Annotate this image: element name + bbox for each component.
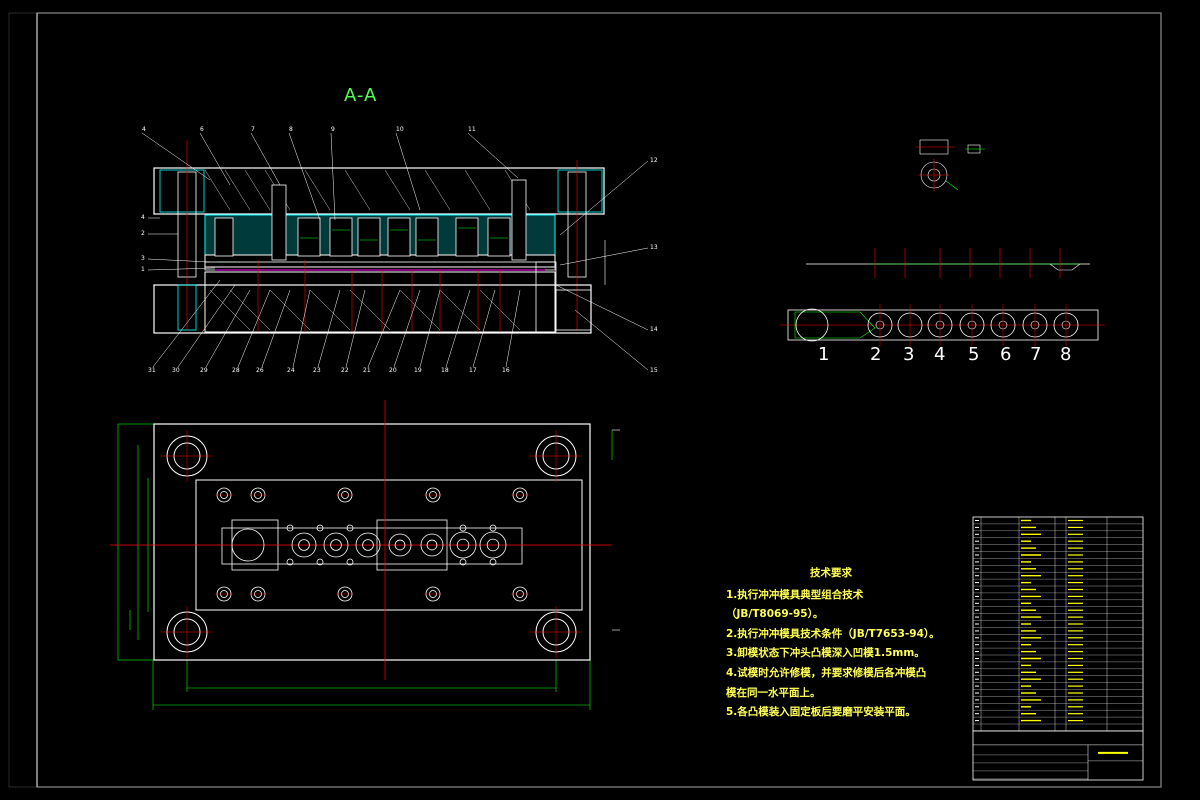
tech-requirement-line: （JB/T8069-95）。 — [726, 608, 824, 621]
part-number-label: 15 — [650, 367, 658, 374]
sheet-outer-border — [8, 12, 1162, 788]
part-number-label: 23 — [313, 367, 321, 374]
strip-step-7: 7 — [1030, 344, 1042, 365]
punch-opening-core — [362, 539, 374, 551]
part-number-label: 8 — [289, 126, 293, 133]
part-number-label: 24 — [287, 367, 295, 374]
part-number-label: 2 — [141, 230, 145, 237]
pilot-hole — [346, 558, 354, 566]
part-number-label: 17 — [469, 367, 477, 374]
part-number-label: 4 — [142, 126, 146, 133]
punch-opening-core — [298, 539, 310, 551]
tech-requirement-line: 模在同一水平面上。 — [726, 686, 821, 699]
tech-requirement-line: 4.试模时允许修模，并要求修模后各冲模凸 — [726, 666, 927, 679]
tech-requirement-line: 3.卸模状态下冲头凸模深入凹模1.5mm。 — [726, 647, 925, 660]
strip-step-numbers: 1 2 3 4 5 6 7 8 — [0, 344, 1200, 374]
strip-step-4: 4 — [934, 344, 946, 365]
pilot-hole — [316, 524, 324, 532]
part-number-label: 14 — [650, 326, 658, 333]
strip-step-8: 8 — [1060, 344, 1072, 365]
detail-view — [915, 139, 985, 191]
part-number-label: 13 — [650, 244, 658, 251]
punch-opening-core — [456, 538, 470, 552]
part-number-label: 9 — [331, 126, 335, 133]
punch-opening-core — [426, 539, 438, 551]
punch-opening — [323, 532, 349, 558]
part-number-label: 16 — [502, 367, 510, 374]
part-number-label: 21 — [363, 367, 371, 374]
part-number-label: 20 — [389, 367, 397, 374]
pilot-hole — [346, 524, 354, 532]
punch-opening — [291, 532, 317, 558]
strip-side-view — [806, 248, 1090, 278]
title-block — [972, 730, 1144, 781]
part-number-label: 19 — [414, 367, 422, 374]
part-number-label: 12 — [650, 157, 658, 164]
punch-opening — [479, 531, 507, 559]
pilot-hole — [286, 524, 294, 532]
part-number-label: 4 — [141, 214, 145, 221]
technical-requirements: 技术要求 1.执行冲冲模具典型组合技术 （JB/T8069-95）。 2.执行冲… — [726, 564, 940, 723]
part-number-label: 3 — [141, 255, 145, 262]
tech-requirement-line: 5.各凸模装入固定板后要磨平安装平面。 — [726, 706, 916, 719]
sheet-border — [36, 12, 1162, 788]
strip-step-3: 3 — [903, 344, 915, 365]
pilot-hole — [459, 524, 467, 532]
parts-list-table — [972, 516, 1144, 781]
punch-opening — [355, 532, 381, 558]
punch-opening-core — [394, 539, 406, 551]
plan-view — [110, 400, 620, 710]
part-number-label: 31 — [148, 367, 156, 374]
part-number-label: 26 — [256, 367, 264, 374]
part-number-label: 30 — [172, 367, 180, 374]
strip-step-5: 5 — [968, 344, 980, 365]
part-number-label: 29 — [200, 367, 208, 374]
punch-opening — [388, 533, 412, 557]
punch-opening — [420, 533, 444, 557]
strip-step-6: 6 — [1000, 344, 1012, 365]
part-number-label: 22 — [341, 367, 349, 374]
tech-requirement-line: 1.执行冲冲模具典型组合技术 — [726, 588, 864, 601]
blanking-opening — [231, 528, 265, 562]
tech-requirement-line: 2.执行冲冲模具技术条件（JB/T7653-94）。 — [726, 627, 940, 640]
tech-requirements-title: 技术要求 — [810, 567, 852, 579]
part-number-label: 10 — [396, 126, 404, 133]
punch-opening-core — [486, 538, 500, 552]
strip-step-2: 2 — [870, 344, 882, 365]
part-number-label: 11 — [468, 126, 476, 133]
punch-opening-core — [330, 539, 342, 551]
pilot-hole — [459, 558, 467, 566]
strip-step-1: 1 — [818, 344, 830, 365]
section-label: A-A — [344, 85, 378, 106]
strip-layout — [780, 304, 1105, 346]
pilot-hole — [286, 558, 294, 566]
strip-blank-outline — [795, 308, 829, 342]
punch-opening — [449, 531, 477, 559]
section-view-a-a — [141, 132, 649, 371]
pilot-hole — [316, 558, 324, 566]
part-number-label: 7 — [251, 126, 255, 133]
part-number-label: 1 — [141, 266, 145, 273]
part-number-label: 6 — [200, 126, 204, 133]
pilot-hole — [489, 558, 497, 566]
part-number-label: 28 — [232, 367, 240, 374]
part-number-label: 18 — [441, 367, 449, 374]
parts-list-frame — [972, 516, 1144, 732]
pilot-hole — [489, 524, 497, 532]
